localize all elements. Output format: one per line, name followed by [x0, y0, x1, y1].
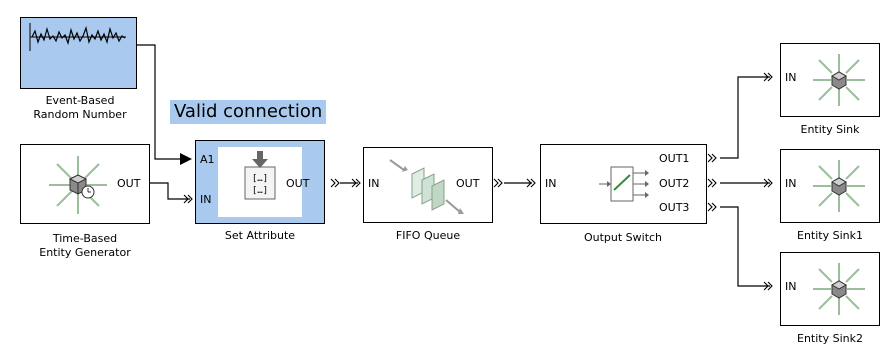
entity-sink-caption: Entity Sink — [800, 123, 860, 136]
output-switch-caption: Output Switch — [583, 231, 663, 244]
set-attribute-icon: […] […] — [244, 151, 276, 200]
wire-out1-to-sink — [720, 76, 770, 159]
entity-sink-icon — [813, 263, 865, 315]
entity-generator-caption: Time-Based Entity Generator — [5, 232, 165, 260]
entity-generator-block[interactable]: OUT — [20, 144, 150, 224]
wire-gen-to-setattr — [150, 182, 190, 200]
random-number-caption-line1: Event-Based — [45, 94, 115, 107]
set-attribute-caption: Set Attribute — [224, 229, 296, 242]
switch-out1-label: OUT1 — [659, 152, 690, 165]
sink2-in-label: IN — [785, 280, 797, 293]
entity-generator-caption-line2: Entity Generator — [39, 246, 131, 259]
wire-random-to-a1 — [137, 44, 180, 160]
entity-generator-icon — [49, 156, 107, 214]
set-attribute-out-label: OUT — [286, 177, 310, 190]
entity-sink1-caption: Entity Sink1 — [797, 229, 863, 242]
fifo-out-label: OUT — [456, 177, 480, 190]
fifo-queue-icon — [389, 159, 464, 214]
output-switch-icon — [599, 166, 649, 202]
output-switch-block[interactable]: IN OUT1 OUT2 OUT3 — [540, 144, 707, 224]
entity-sink-icon — [813, 54, 865, 106]
entity-sink2-block[interactable]: IN — [780, 252, 880, 326]
generator-out-label: OUT — [117, 177, 141, 190]
sink1-in-label: IN — [785, 177, 797, 190]
random-number-caption-line2: Random Number — [33, 108, 127, 121]
sink-in-label: IN — [785, 71, 797, 84]
fifo-in-label: IN — [368, 177, 380, 190]
set-attribute-icon-area: […] […] — [218, 147, 302, 217]
switch-out2-label: OUT2 — [659, 177, 690, 190]
fifo-queue-caption: FIFO Queue — [395, 229, 461, 242]
set-attribute-block[interactable]: […] […] A1 IN OUT — [195, 140, 325, 224]
set-attribute-in-label: IN — [200, 193, 212, 206]
set-attribute-a1-label: A1 — [200, 153, 215, 166]
random-number-caption: Event-Based Random Number — [0, 94, 160, 122]
entity-sink-icon — [813, 160, 865, 212]
valid-connection-tooltip: Valid connection — [170, 100, 327, 124]
switch-out3-label: OUT3 — [659, 201, 690, 214]
entity-sink2-caption: Entity Sink2 — [797, 332, 863, 345]
svg-text:[…]: […] — [252, 186, 268, 196]
entity-generator-caption-line1: Time-Based — [52, 232, 118, 245]
switch-in-label: IN — [545, 177, 557, 190]
a1-input-arrow — [180, 153, 192, 165]
wire-out3-to-sink2 — [720, 206, 770, 287]
random-number-block[interactable] — [20, 17, 137, 89]
fifo-queue-block[interactable]: IN OUT — [363, 147, 493, 223]
random-signal-icon — [29, 23, 126, 51]
entity-sink-block[interactable]: IN — [780, 43, 880, 117]
svg-text:[…]: […] — [252, 174, 268, 184]
entity-sink1-block[interactable]: IN — [780, 149, 880, 223]
